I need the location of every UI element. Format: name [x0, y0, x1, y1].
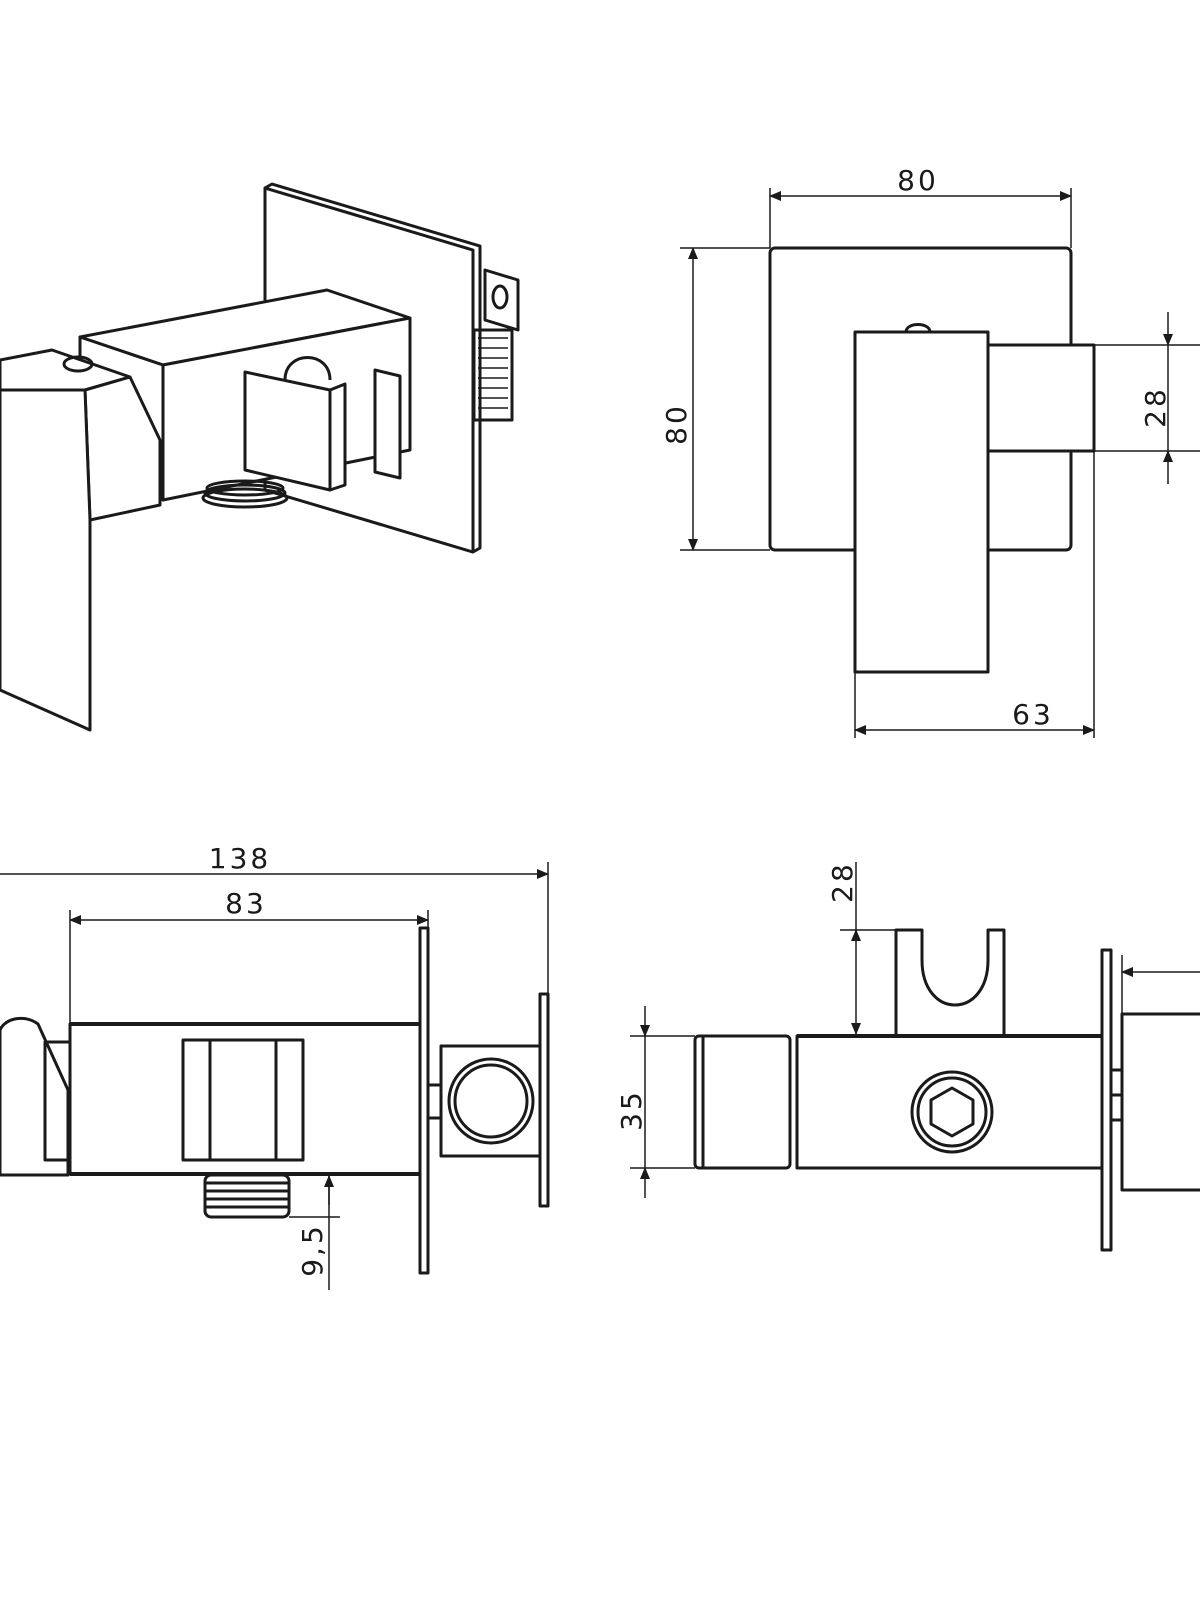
- dim-top-body-diameter: 35: [615, 1089, 648, 1131]
- dim-front-spout-height: 28: [1139, 386, 1172, 428]
- dim-side-body-length: 83: [225, 887, 267, 920]
- thread-lines: [478, 337, 508, 409]
- front-view: 80 80 28 63: [660, 164, 1200, 738]
- side-view: 138 83 9,5: [0, 842, 550, 1290]
- isometric-view: [0, 182, 520, 732]
- dim-side-outlet-thread: 9,5: [296, 1223, 329, 1277]
- top-view: 28 35: [615, 861, 1200, 1252]
- dim-front-body-width: 63: [1012, 698, 1054, 731]
- dim-front-width: 80: [897, 164, 939, 197]
- dim-front-height: 80: [660, 403, 693, 445]
- dim-side-total-length: 138: [209, 842, 271, 875]
- side-thread-lines: [205, 1181, 289, 1209]
- dim-top-holder-height: 28: [826, 861, 859, 903]
